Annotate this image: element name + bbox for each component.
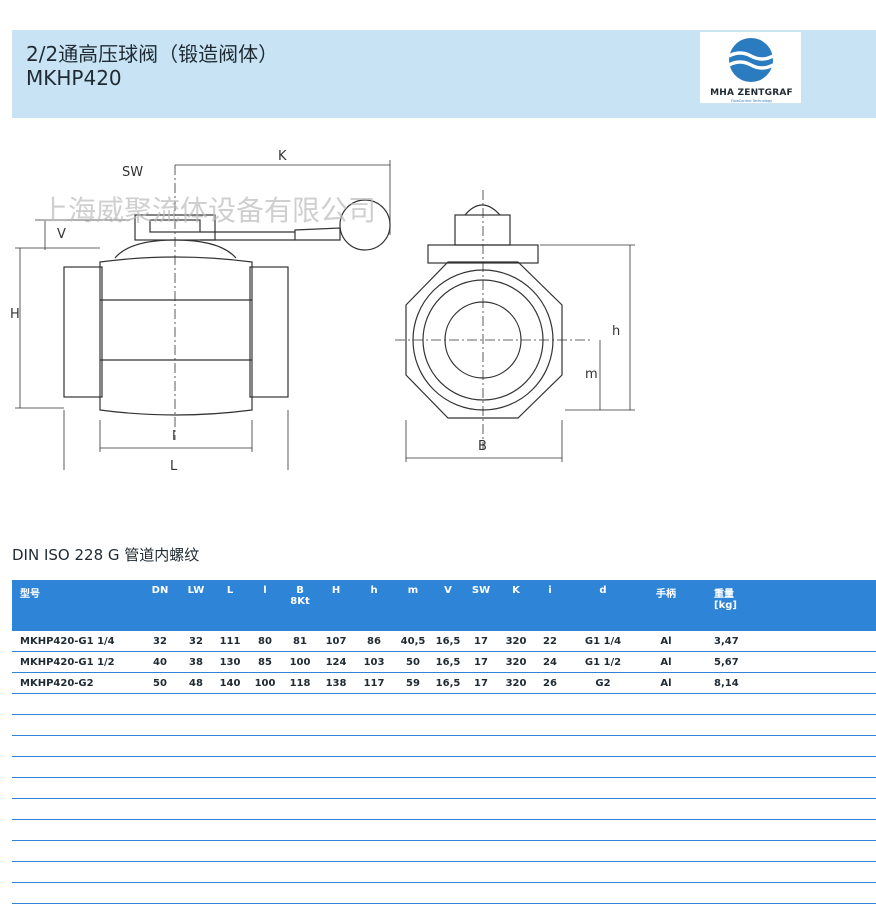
cell-L: 130 — [212, 651, 248, 673]
cell-L: 140 — [212, 672, 248, 694]
col-lw: LW — [180, 580, 212, 631]
cell-handle: Al — [640, 631, 692, 652]
dim-label-m: m — [585, 367, 598, 382]
table-row-empty — [12, 756, 876, 778]
cell-i: 24 — [534, 651, 566, 673]
table-row-empty — [12, 714, 876, 736]
dim-label-l-lower: l — [172, 429, 176, 444]
cell-weight: 8,14 — [692, 672, 876, 694]
cell-lw: 38 — [180, 651, 212, 673]
cell-l: 85 — [248, 651, 282, 673]
col-handle: 手柄 — [640, 580, 692, 631]
cell-h: 117 — [354, 672, 394, 694]
cell-SW: 17 — [464, 651, 498, 673]
cell-K: 320 — [498, 631, 534, 652]
cell-dn: 32 — [140, 631, 180, 652]
col-model: 型号 — [12, 580, 140, 631]
col-H: H — [318, 580, 354, 631]
cell-B: 100 — [282, 651, 318, 673]
cell-weight: 3,47 — [692, 631, 876, 652]
table-row-empty — [12, 693, 876, 715]
table-row-empty — [12, 819, 876, 841]
cell-l: 100 — [248, 672, 282, 694]
table-row: MKHP420-G1 1/4 32 32 111 80 81 107 86 40… — [12, 631, 876, 652]
logo-wave-icon — [728, 38, 774, 82]
dim-label-h-lower: h — [612, 324, 620, 339]
cell-dn: 40 — [140, 651, 180, 673]
table-row-empty — [12, 798, 876, 820]
table-row-empty — [12, 735, 876, 757]
cell-d: G1 1/4 — [566, 631, 640, 652]
cell-lw: 32 — [180, 631, 212, 652]
col-SW: SW — [464, 580, 498, 631]
cell-d: G2 — [566, 672, 640, 694]
cell-H: 138 — [318, 672, 354, 694]
cell-SW: 17 — [464, 631, 498, 652]
dim-label-v: V — [57, 227, 66, 242]
col-L: L — [212, 580, 248, 631]
table-row: MKHP420-G2 50 48 140 100 118 138 117 59 … — [12, 672, 876, 694]
cell-L: 111 — [212, 631, 248, 652]
cell-V: 16,5 — [432, 672, 464, 694]
watermark: 上海威聚流体设备有限公司 — [40, 194, 376, 227]
col-l: l — [248, 580, 282, 631]
cell-i: 22 — [534, 631, 566, 652]
cell-d: G1 1/2 — [566, 651, 640, 673]
cell-K: 320 — [498, 651, 534, 673]
cell-B: 81 — [282, 631, 318, 652]
col-h: h — [354, 580, 394, 631]
section-title: DIN ISO 228 G 管道内螺纹 — [12, 546, 200, 564]
cell-V: 16,5 — [432, 651, 464, 673]
col-d: d — [566, 580, 640, 631]
cell-m: 59 — [394, 672, 432, 694]
cell-h: 103 — [354, 651, 394, 673]
col-K: K — [498, 580, 534, 631]
col-dn: DN — [140, 580, 180, 631]
cell-V: 16,5 — [432, 631, 464, 652]
logo-text: MHA ZENTGRAF — [710, 88, 793, 98]
technical-drawing: SW K V H l L B h m 上海威聚流体设备有限公司 — [10, 149, 635, 470]
dim-label-h-upper: H — [10, 307, 20, 322]
page-title: 2/2通高压球阀（锻造阀体） — [26, 42, 279, 66]
cell-K: 320 — [498, 672, 534, 694]
dim-label-b: B — [478, 439, 487, 454]
table-row-empty — [12, 840, 876, 862]
table-row-empty — [12, 882, 876, 904]
table-row-empty — [12, 861, 876, 883]
col-m: m — [394, 580, 432, 631]
dim-label-k: K — [278, 149, 287, 164]
cell-i: 26 — [534, 672, 566, 694]
cell-weight: 5,67 — [692, 651, 876, 673]
col-V: V — [432, 580, 464, 631]
table-row-empty — [12, 777, 876, 799]
cell-H: 107 — [318, 631, 354, 652]
dim-label-l-upper: L — [170, 459, 178, 470]
cell-SW: 17 — [464, 672, 498, 694]
brand-logo: MHA ZENTGRAF FlowControl Technology — [699, 31, 802, 104]
cell-l: 80 — [248, 631, 282, 652]
cell-model: MKHP420-G1 1/4 — [12, 631, 140, 652]
col-weight: 重量[kg] — [692, 580, 876, 631]
cell-H: 124 — [318, 651, 354, 673]
cell-model: MKHP420-G1 1/2 — [12, 651, 140, 673]
cell-m: 50 — [394, 651, 432, 673]
cell-lw: 48 — [180, 672, 212, 694]
cell-handle: Al — [640, 651, 692, 673]
table-row: MKHP420-G1 1/2 40 38 130 85 100 124 103 … — [12, 651, 876, 673]
dim-label-sw: SW — [122, 165, 143, 180]
cell-B: 118 — [282, 672, 318, 694]
product-code: MKHP420 — [26, 66, 122, 90]
cell-h: 86 — [354, 631, 394, 652]
cell-dn: 50 — [140, 672, 180, 694]
cell-handle: Al — [640, 672, 692, 694]
col-i: i — [534, 580, 566, 631]
logo-subtext: FlowControl Technology — [730, 99, 773, 103]
cell-model: MKHP420-G2 — [12, 672, 140, 694]
cell-m: 40,5 — [394, 631, 432, 652]
